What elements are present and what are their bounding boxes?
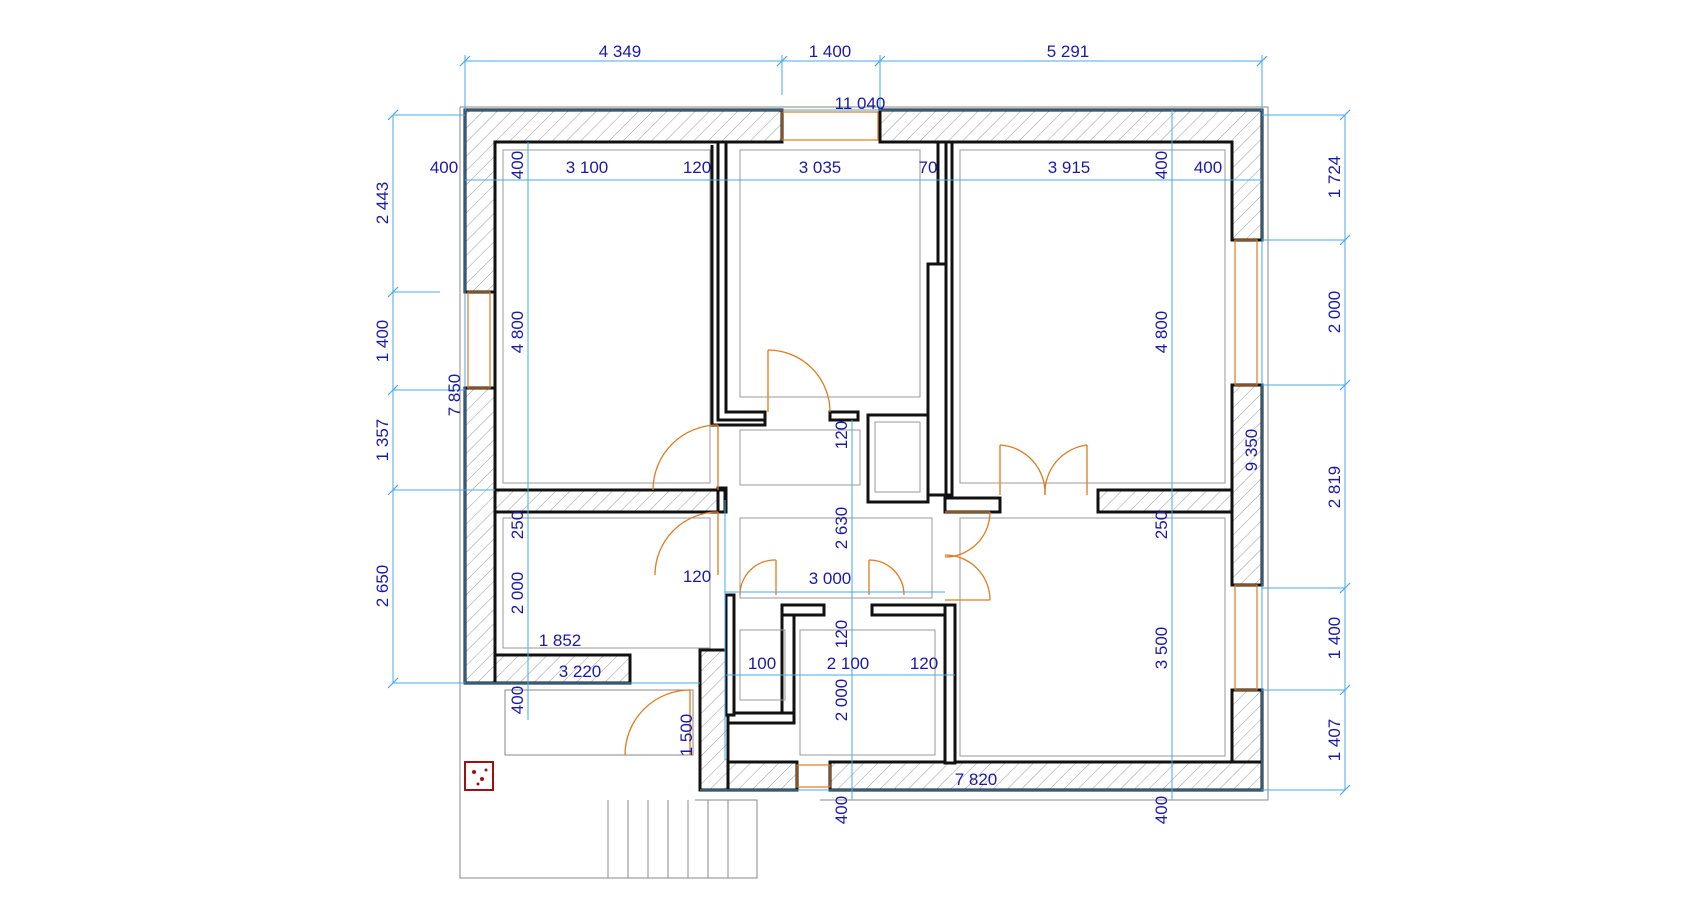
dim-lower-3220: 3 220: [559, 662, 602, 681]
dim-right-4: 1 400: [1325, 617, 1344, 660]
dim-overall-width: 11 040: [835, 94, 886, 113]
dim-row1-8: 400: [1152, 151, 1171, 179]
dim-room-right-bottom: 3 500: [1152, 627, 1171, 670]
dim-room-left-top: 4 800: [508, 311, 527, 354]
dim-hall-2630: 2 630: [832, 507, 851, 550]
dim-room-bath: 2 000: [832, 679, 851, 722]
dim-left-1: 2 443: [373, 182, 392, 225]
room-outlines: [502, 149, 1226, 757]
dim-row1-4: 120: [683, 158, 711, 177]
dim-bath-100: 100: [748, 654, 776, 673]
dim-right-2: 2 000: [1325, 291, 1344, 334]
dim-left-3: 1 357: [373, 419, 392, 462]
dim-lower-1500: 1 500: [677, 714, 696, 757]
dim-right-1: 1 724: [1325, 156, 1344, 199]
dim-left-2: 1 400: [373, 320, 392, 363]
dim-row1-1: 400: [430, 158, 458, 177]
stairs: [607, 800, 757, 879]
dimension-labels: 4 349 1 400 5 291 11 040 400 400 3 100 1…: [373, 42, 1344, 824]
exterior-walls: [463, 108, 1264, 792]
dim-hall-120: 120: [832, 421, 851, 449]
windows: [467, 111, 1258, 788]
interior-walls: [493, 140, 1234, 765]
dim-top-1: 4 349: [599, 42, 642, 61]
doors: [624, 349, 1088, 756]
dim-corr-3000: 3 000: [809, 569, 852, 588]
dim-row1-3: 3 100: [566, 158, 609, 177]
dim-row1-5: 3 035: [799, 158, 842, 177]
dim-bottom-7820: 7 820: [955, 770, 998, 789]
dim-bottom-400b: 400: [1152, 796, 1171, 824]
dim-left-250: 250: [508, 511, 527, 539]
dim-corr-120: 120: [683, 567, 711, 586]
dim-bath-w120: 120: [910, 654, 938, 673]
dim-row1-2: 400: [508, 151, 527, 179]
dimension-lines: [387, 55, 1351, 800]
boiler-symbol: [464, 761, 494, 791]
dim-right-250: 250: [1152, 511, 1171, 539]
dim-lower-1852: 1 852: [539, 631, 582, 650]
dim-row1-7: 3 915: [1048, 158, 1091, 177]
dim-left-4: 2 650: [373, 565, 392, 608]
dim-row1-9: 400: [1194, 158, 1222, 177]
dim-right-3: 2 819: [1325, 466, 1344, 509]
dim-bottom-400a: 400: [832, 796, 851, 824]
dim-right-height: 9 350: [1242, 429, 1261, 472]
dim-bath-120: 120: [832, 620, 851, 648]
dim-room-left-bottom: 2 000: [508, 572, 527, 615]
dim-right-5: 1 407: [1325, 719, 1344, 762]
dim-left-height: 7 850: [445, 374, 464, 417]
dim-top-2: 1 400: [809, 42, 852, 61]
dim-row1-6: 70: [919, 158, 938, 177]
dim-lower-400: 400: [508, 686, 527, 714]
dim-top-3: 5 291: [1047, 42, 1090, 61]
dim-room-right-top: 4 800: [1152, 311, 1171, 354]
dim-bath-2100: 2 100: [827, 654, 870, 673]
